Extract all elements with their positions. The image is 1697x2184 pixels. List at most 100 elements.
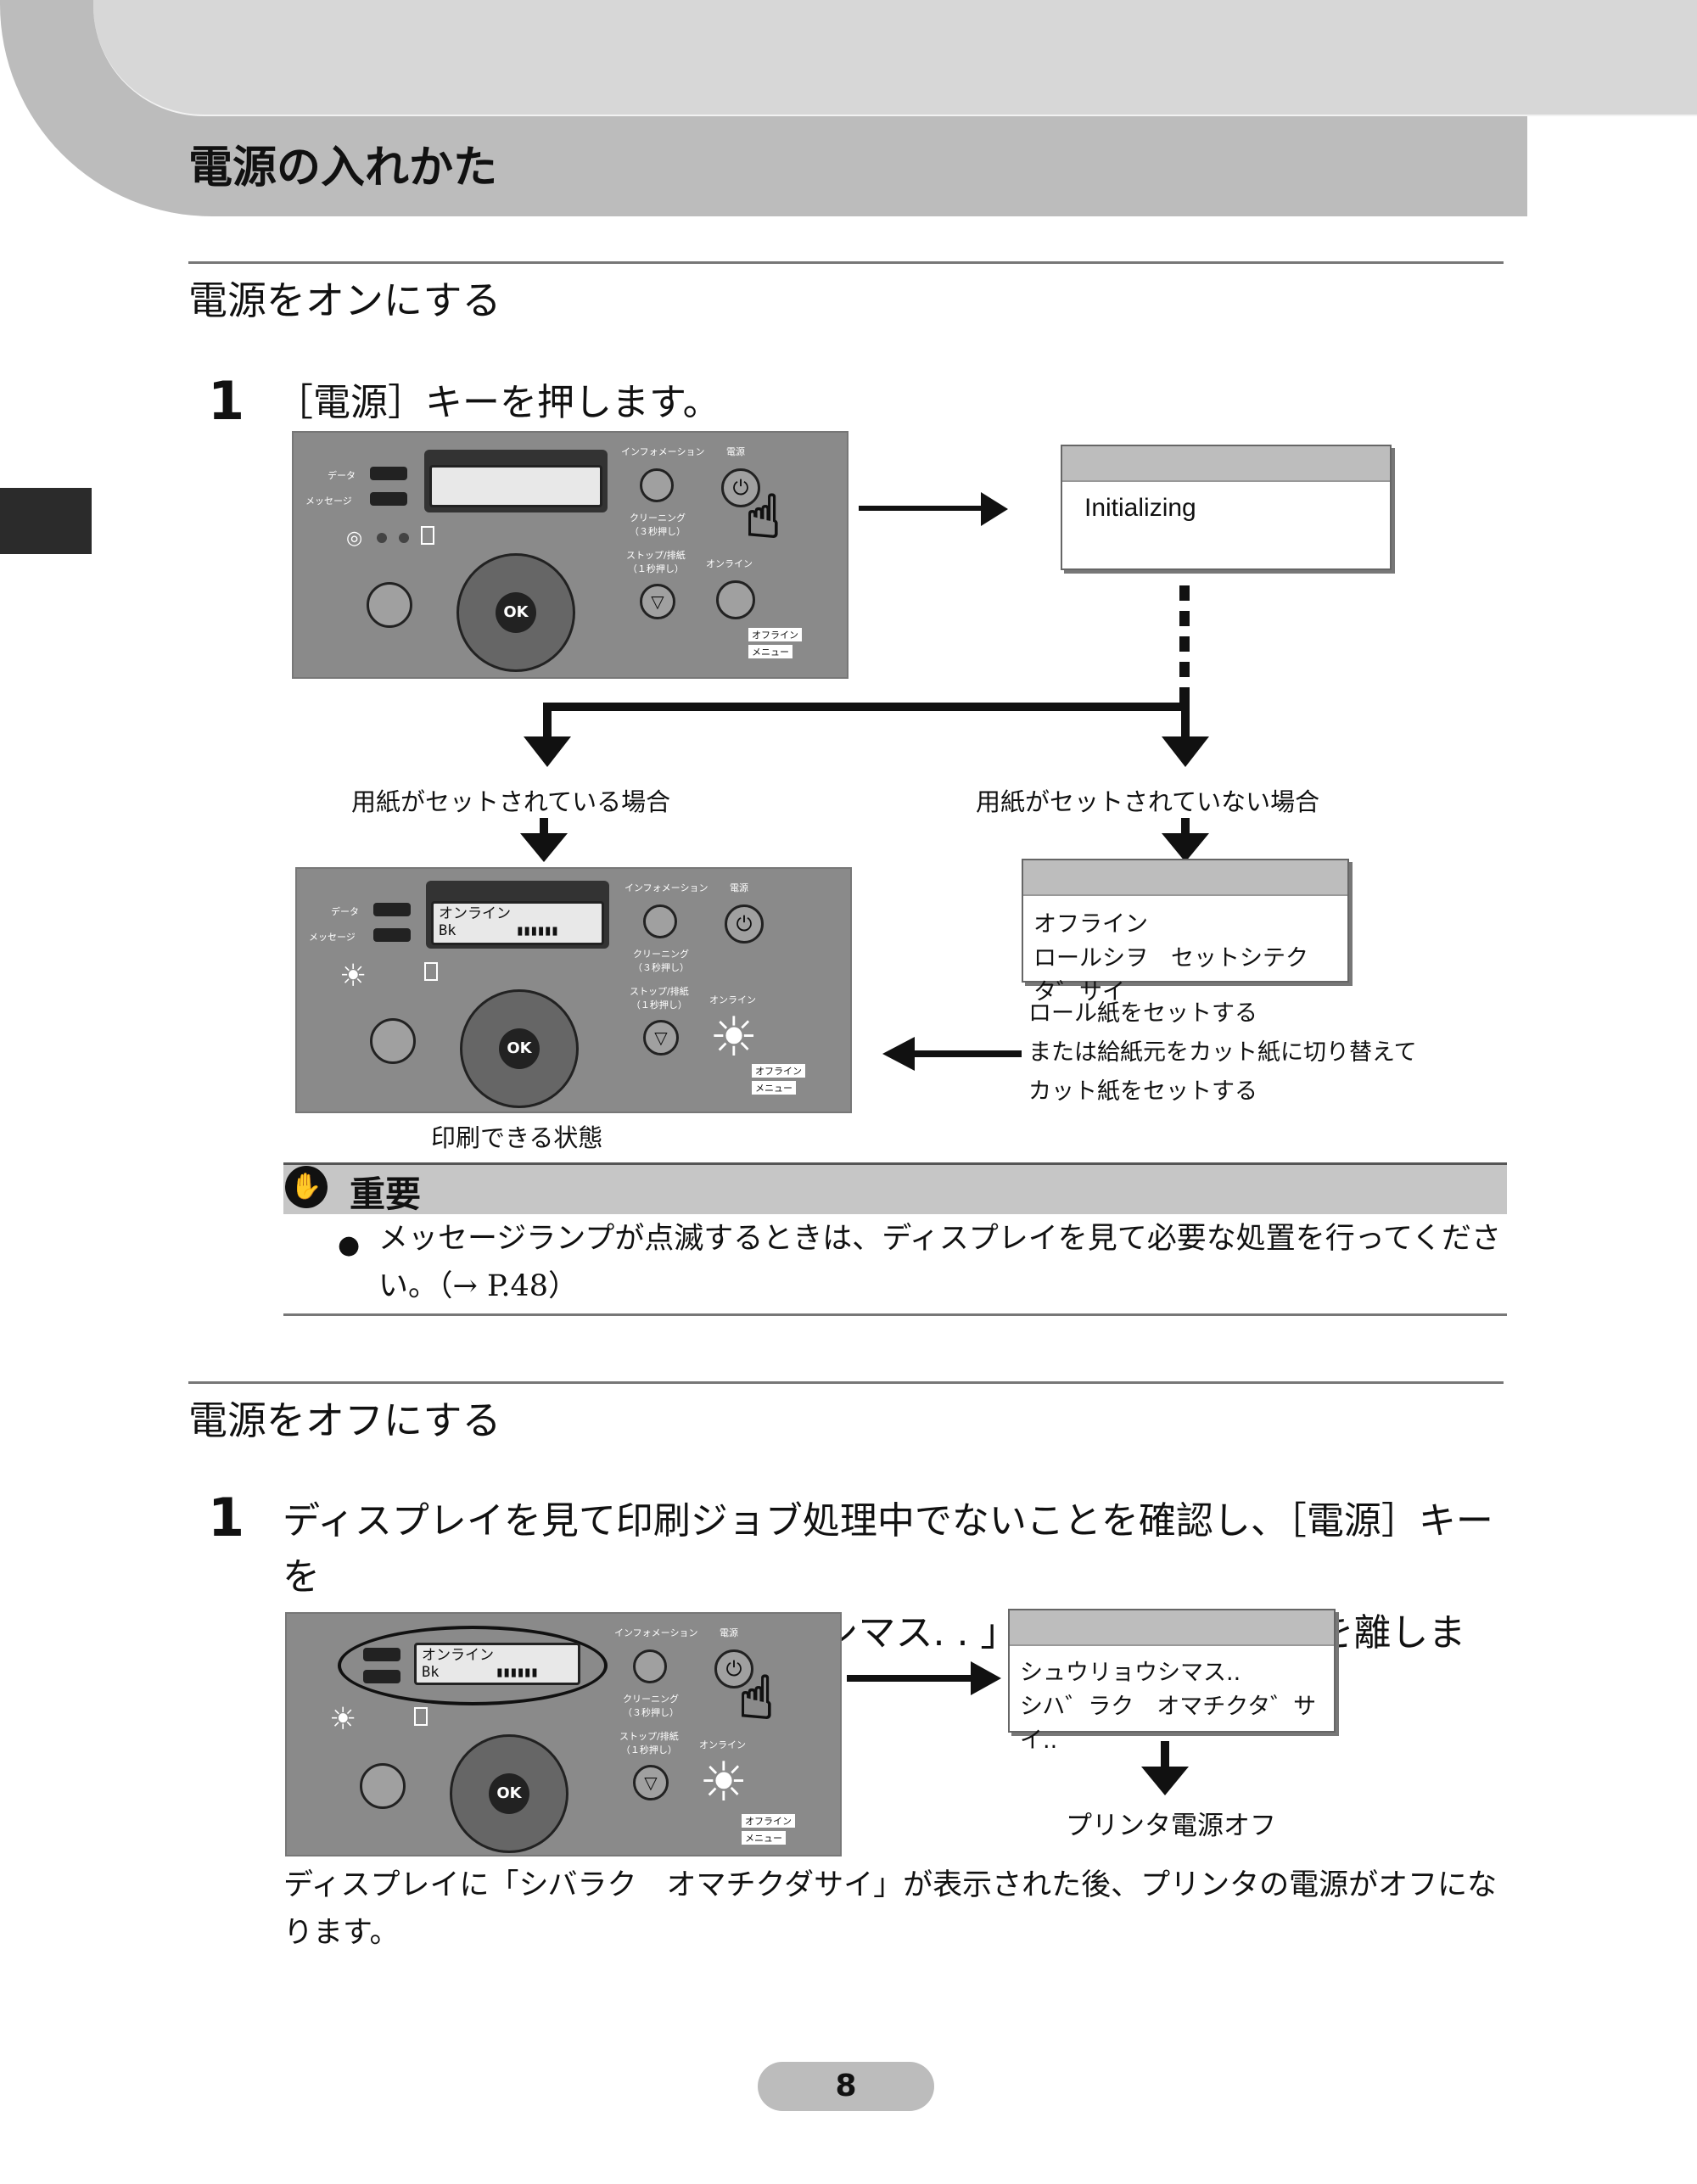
arrow-line xyxy=(913,1050,1022,1057)
data-lamp xyxy=(373,903,411,916)
lcd-display: オンライン Bk ▮▮▮▮▮▮ xyxy=(414,1643,580,1685)
power-label: 電源 xyxy=(730,882,748,893)
message-lamp-label: メッセージ xyxy=(309,932,356,943)
data-lamp xyxy=(363,1648,400,1661)
pointing-hand-icon: ☝ xyxy=(744,481,782,552)
lcd-line: Bk ▮▮▮▮▮▮ xyxy=(422,1664,539,1681)
stop-button[interactable]: ▽ xyxy=(640,584,675,619)
arrow-line xyxy=(859,506,986,511)
display-line: シュウリョウシマス.. xyxy=(1020,1660,1241,1686)
information-label: インフォメーション xyxy=(621,446,705,457)
stop-label: ストップ/排紙（１秒押し） xyxy=(619,1731,679,1756)
data-lamp-label: データ xyxy=(328,470,356,481)
arrow-head-down xyxy=(1162,736,1209,767)
control-panel: データ メッセージ ◎ OK インフォメーション 電源 ⏻ ☝ クリーニング（３… xyxy=(292,431,848,679)
pointing-hand-icon: ☝ xyxy=(737,1662,776,1733)
arrow-stem xyxy=(1161,1741,1169,1770)
information-label: インフォメーション xyxy=(614,1627,698,1638)
message-lamp xyxy=(363,1670,400,1683)
branch-right-stem xyxy=(1181,703,1190,742)
lcd-line: オンライン xyxy=(439,905,511,922)
offline-tag: オフライン xyxy=(742,1814,795,1828)
display-line: オフライン xyxy=(1033,911,1148,938)
online-label: オンライン xyxy=(699,1739,746,1750)
arrow-head-down xyxy=(520,833,568,862)
arrow-head-down xyxy=(1141,1767,1189,1795)
lcd-display xyxy=(429,465,602,507)
hand-stop-icon: ✋ xyxy=(285,1166,328,1208)
dotted-connector xyxy=(1179,585,1190,704)
lamp-lit-icon: ☀ xyxy=(329,1702,357,1737)
lcd-display: オンライン Bk ▮▮▮▮▮▮ xyxy=(431,901,604,945)
power-button[interactable]: ⏻ xyxy=(725,904,764,944)
page-title: 電源の入れかた xyxy=(188,143,498,193)
section-rule xyxy=(188,261,1504,264)
feed-select-button[interactable] xyxy=(370,1018,416,1064)
cleaning-label: クリーニング（３秒押し） xyxy=(623,1694,679,1718)
sheet-lamp xyxy=(399,533,409,543)
ok-button[interactable]: OK xyxy=(499,1028,540,1069)
sheet-icon xyxy=(421,526,434,545)
chapter-marker xyxy=(0,488,92,554)
stop-label: ストップ/排紙（１秒押し） xyxy=(626,550,686,574)
power-button[interactable]: ⏻ xyxy=(721,468,760,507)
arrow-line xyxy=(847,1675,974,1682)
step-text: ［電源］キーを押します。 xyxy=(276,381,720,424)
bullet: ● xyxy=(338,1230,361,1260)
control-panel-off: オンライン Bk ▮▮▮▮▮▮ ☀ OK インフォメーション 電源 ⏻ ☝ クリ… xyxy=(285,1612,842,1856)
menu-tag: メニュー xyxy=(742,1831,786,1845)
information-button[interactable] xyxy=(633,1649,667,1683)
data-lamp xyxy=(370,467,407,480)
stop-button[interactable]: ▽ xyxy=(633,1765,669,1800)
branch-line xyxy=(543,703,1190,711)
stop-label: ストップ/排紙（１秒押し） xyxy=(630,986,689,1011)
feed-select-button[interactable] xyxy=(367,582,412,628)
step-number: 1 xyxy=(208,1487,245,1548)
ok-button[interactable]: OK xyxy=(496,592,536,633)
display-offline: オフライン ロールシヲ セットシテクタ゛サイ xyxy=(1022,859,1349,1005)
page-number: 8 xyxy=(758,2062,934,2111)
important-text: メッセージランプが点滅するときは、ディスプレイを見て必要な処置を行ってください。… xyxy=(378,1222,1502,1303)
offline-tag: オフライン xyxy=(748,628,802,641)
power-off-result: プリンタ電源オフ xyxy=(1066,1811,1276,1841)
arrow-stem xyxy=(540,818,548,838)
menu-tag: メニュー xyxy=(748,645,792,658)
feed-select-button[interactable] xyxy=(360,1763,406,1809)
sheet-icon xyxy=(414,1707,428,1726)
arrow-head-left xyxy=(882,1037,915,1071)
section-rule xyxy=(188,1381,1504,1384)
branch-right-label: 用紙がセットされていない場合 xyxy=(976,787,1320,816)
online-button[interactable] xyxy=(716,580,755,619)
information-button[interactable] xyxy=(643,904,677,938)
online-label: オンライン xyxy=(709,994,756,1005)
arrow-stem xyxy=(1181,818,1190,838)
lamp-lit-icon: ☀ xyxy=(339,959,367,994)
highlight-ellipse xyxy=(338,1626,608,1705)
branch-left-stem xyxy=(543,703,552,742)
information-button[interactable] xyxy=(640,468,674,502)
dpad[interactable] xyxy=(456,553,575,672)
section-title-on: 電源をオンにする xyxy=(188,277,501,323)
display-text: Initializing xyxy=(1084,494,1196,522)
dpad[interactable] xyxy=(450,1734,568,1853)
offline-tag: オフライン xyxy=(752,1064,805,1078)
ok-button[interactable]: OK xyxy=(489,1773,529,1814)
stop-button[interactable]: ▽ xyxy=(643,1020,679,1056)
information-label: インフォメーション xyxy=(624,882,708,893)
sheet-icon xyxy=(424,962,438,981)
display-shutdown: シュウリョウシマス.. シハ゛ラク オマチクタ゛サイ.. xyxy=(1008,1609,1336,1754)
message-lamp xyxy=(373,928,411,942)
arrow-head-right xyxy=(981,492,1008,526)
menu-tag: メニュー xyxy=(752,1081,796,1095)
display-line: ロールシヲ セットシテクタ゛サイ xyxy=(1033,945,1308,1005)
display-initializing: Initializing xyxy=(1061,445,1392,570)
power-button[interactable]: ⏻ xyxy=(714,1649,753,1688)
power-label: 電源 xyxy=(726,446,745,457)
header-tab xyxy=(93,0,1697,116)
step-number: 1 xyxy=(208,370,245,432)
roll-icon: ◎ xyxy=(346,528,363,549)
roll-lamp xyxy=(377,533,387,543)
control-panel-ready: データ メッセージ オンライン Bk ▮▮▮▮▮▮ ☀ OK インフォメーション… xyxy=(295,867,852,1113)
arrow-head-down xyxy=(1162,833,1209,862)
online-lamp-lit-icon: ☀ xyxy=(699,1751,748,1814)
